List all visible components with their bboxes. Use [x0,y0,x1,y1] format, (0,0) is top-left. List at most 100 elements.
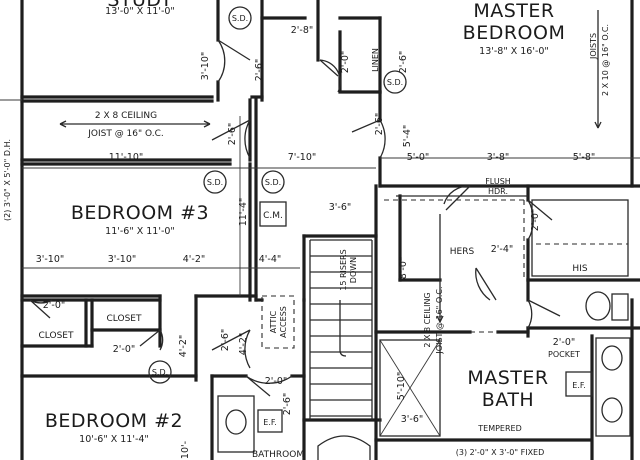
hdr-label: HDR. [488,187,508,196]
closet-ceiling-arrowhead [436,315,444,323]
attic-label: ATTIC [269,310,278,333]
annotations: LINEN CLOSET CLOSET HIS HERS C.M. E.F. E… [3,24,610,457]
fixed-window-label: (3) 2'-0" X 3'-0" FIXED [456,448,545,457]
linen-door[interactable] [319,59,342,93]
toilet-door[interactable] [527,299,561,329]
his-label: HIS [572,264,587,274]
bedroom2-name: BEDROOM #2 [45,410,183,432]
sd-label: S.D. [232,14,248,23]
dim-text: 5'-4" [402,125,413,148]
study-door[interactable] [217,39,251,83]
master-sink-1 [601,345,623,371]
dim-text: 2'-6" [254,59,265,82]
room-labels: STUDY 13'-0" X 11'-0" MASTER BEDROOM 13'… [45,0,565,460]
dim-text: 2'-8" [291,25,314,36]
closet-mid-door[interactable] [139,329,164,351]
dim-text: 4'-4" [259,254,282,265]
dim-text: 5'-8" [573,152,596,163]
dim-text: 10'- [180,441,191,459]
master-toilet-tank [611,293,629,321]
stair-arrow [339,300,347,357]
dim-text: 2'-6" [398,51,409,74]
walls [20,0,640,460]
ceiling-mid-label-2: JOIST @ 16" O.C. [435,286,444,354]
smoke-detector-icon [261,170,285,194]
dim-text: 2'-0" [113,344,136,355]
study-size: 13'-0" X 11'-0" [105,6,175,17]
dim-text: 7'-10" [288,152,317,163]
dim-text: 5'-0" [407,152,430,163]
master-bedroom-door[interactable] [351,119,386,159]
bedroom3-size: 11'-6" X 11'-0" [105,226,175,237]
dim-text: 11'-4" [238,198,249,227]
access-label: ACCESS [279,306,288,338]
bedroom3-door[interactable] [211,119,251,159]
master-ef-label: E.F. [572,381,585,390]
doors [29,39,561,397]
master-vanity [595,337,631,437]
closet-left-label: CLOSET [39,331,74,341]
dim-text: 4'-2" [178,335,189,358]
sd-label: S.D. [265,178,281,187]
ceiling-left-label-2: JOIST @ 16" O.C. [87,129,164,139]
sd-label: S.D. [152,368,168,377]
master-bath-name: MASTER [467,367,548,389]
smoke-detector-icon [203,170,227,194]
bathroom-door[interactable] [245,375,293,397]
ceiling-left-label: 2 X 8 CEILING [95,111,157,121]
dim-text: 5'-10" [396,372,407,401]
linen-label: LINEN [371,48,380,72]
bedroom2-size: 10'-6" X 11'-4" [79,434,149,445]
master-bedroom-name: MASTER [473,0,554,22]
bath-sink [225,409,247,435]
dim-text: 2'-6" [374,113,385,136]
ceiling-mid-label: 2 X 8 CEILING [423,292,432,347]
cm-box [259,201,287,227]
attic-access-outline [261,295,295,349]
dim-text: 3'-8" [487,152,510,163]
dim-text: 3'-10" [200,52,211,81]
master-bath-door[interactable] [475,267,497,301]
tempered-label: TEMPERED [477,424,522,433]
dim-text: 2'-6" [282,393,293,416]
master-ef-box [565,371,593,397]
bath-tub [317,435,371,460]
fixtures [0,10,640,460]
dim-text: 2'-0" [265,376,288,387]
dim-text: 3'-6" [401,414,424,425]
master-bath-name-2: BATH [482,389,534,411]
his-closet-outline [531,199,629,277]
master-bedroom-size: 13'-8" X 16'-0" [479,46,549,57]
flush-label: FLUSH [485,177,511,186]
bedroom2-door[interactable] [211,329,251,369]
bathroom-name: BATHROOM [252,450,304,460]
smoke-detector-icon [228,6,252,30]
dim-text: 2'-4" [491,244,514,255]
smoke-detector-labels: S.D. S.D. S.D. S.D. S.D. [152,14,403,377]
smoke-detectors [148,6,407,384]
hers-label: HERS [450,247,475,257]
his-closet-door[interactable] [527,199,553,241]
bath-vanity [217,395,255,453]
dim-text: 2'-6" [220,329,231,352]
risers-label: 15 RISERS [339,249,348,290]
dim-text: 3'-6" [329,202,352,213]
master-sink-2 [601,397,623,423]
joist-arrowhead [594,121,602,129]
smoke-detector-icon [383,70,407,94]
dim-text: 2'-0" [43,300,66,311]
dh-window-label: (2) 3'-0" X 5'-0" D.H. [3,139,12,221]
down-label: DOWN [349,257,358,283]
joists-label: JOISTS [589,33,598,60]
dim-text: 2'-6" [227,123,238,146]
dim-text: 4'-2" [238,333,249,356]
closet-mid-label: CLOSET [107,314,142,324]
hers-closet-door[interactable] [443,185,471,211]
stair-treads [309,239,373,420]
bath-ef-label: E.F. [263,418,276,427]
ceiling-arrowheads [59,120,211,128]
closet-left-door[interactable] [29,299,53,319]
dimensions: 2'-8" 2'-6" 3'-10" 2'-0" 2'-6" 2'-6" 2'-… [36,25,596,459]
sd-label: S.D. [387,78,403,87]
